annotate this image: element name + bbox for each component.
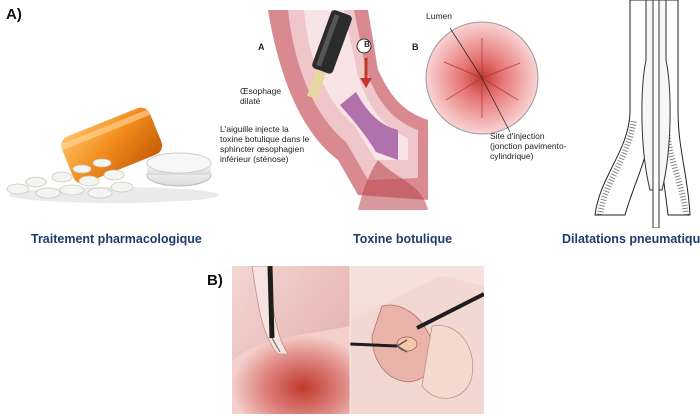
- sublabel-b: B: [412, 42, 419, 52]
- lumen-endoscopic-view-illustration: [425, 21, 539, 135]
- esophagus-annotation: Œsophage dilaté: [240, 86, 282, 106]
- lumen-annotation: Lumen: [426, 11, 452, 21]
- caption-dilatation: Dilatations pneumatiques: [562, 232, 700, 246]
- pneumatic-dilatation-illustration: [594, 0, 691, 228]
- panel-b-label: B): [207, 272, 223, 289]
- sublabel-a: A: [258, 42, 265, 52]
- esophagus-cross-section-illustration: [258, 10, 428, 210]
- needle-annotation: L'aiguille injecte la toxine botulique d…: [220, 124, 310, 164]
- endoscopic-myotomy-illustration: [232, 266, 484, 414]
- panel-a-label: A): [6, 6, 22, 23]
- marker-b: B: [364, 40, 370, 49]
- injection-site-annotation: Site d'injection (jonction pavimento- cy…: [490, 131, 567, 161]
- caption-pharmacologic: Traitement pharmacologique: [31, 232, 202, 246]
- caption-botulinum: Toxine botulique: [353, 232, 453, 246]
- pill-bottle-illustration: [6, 107, 219, 203]
